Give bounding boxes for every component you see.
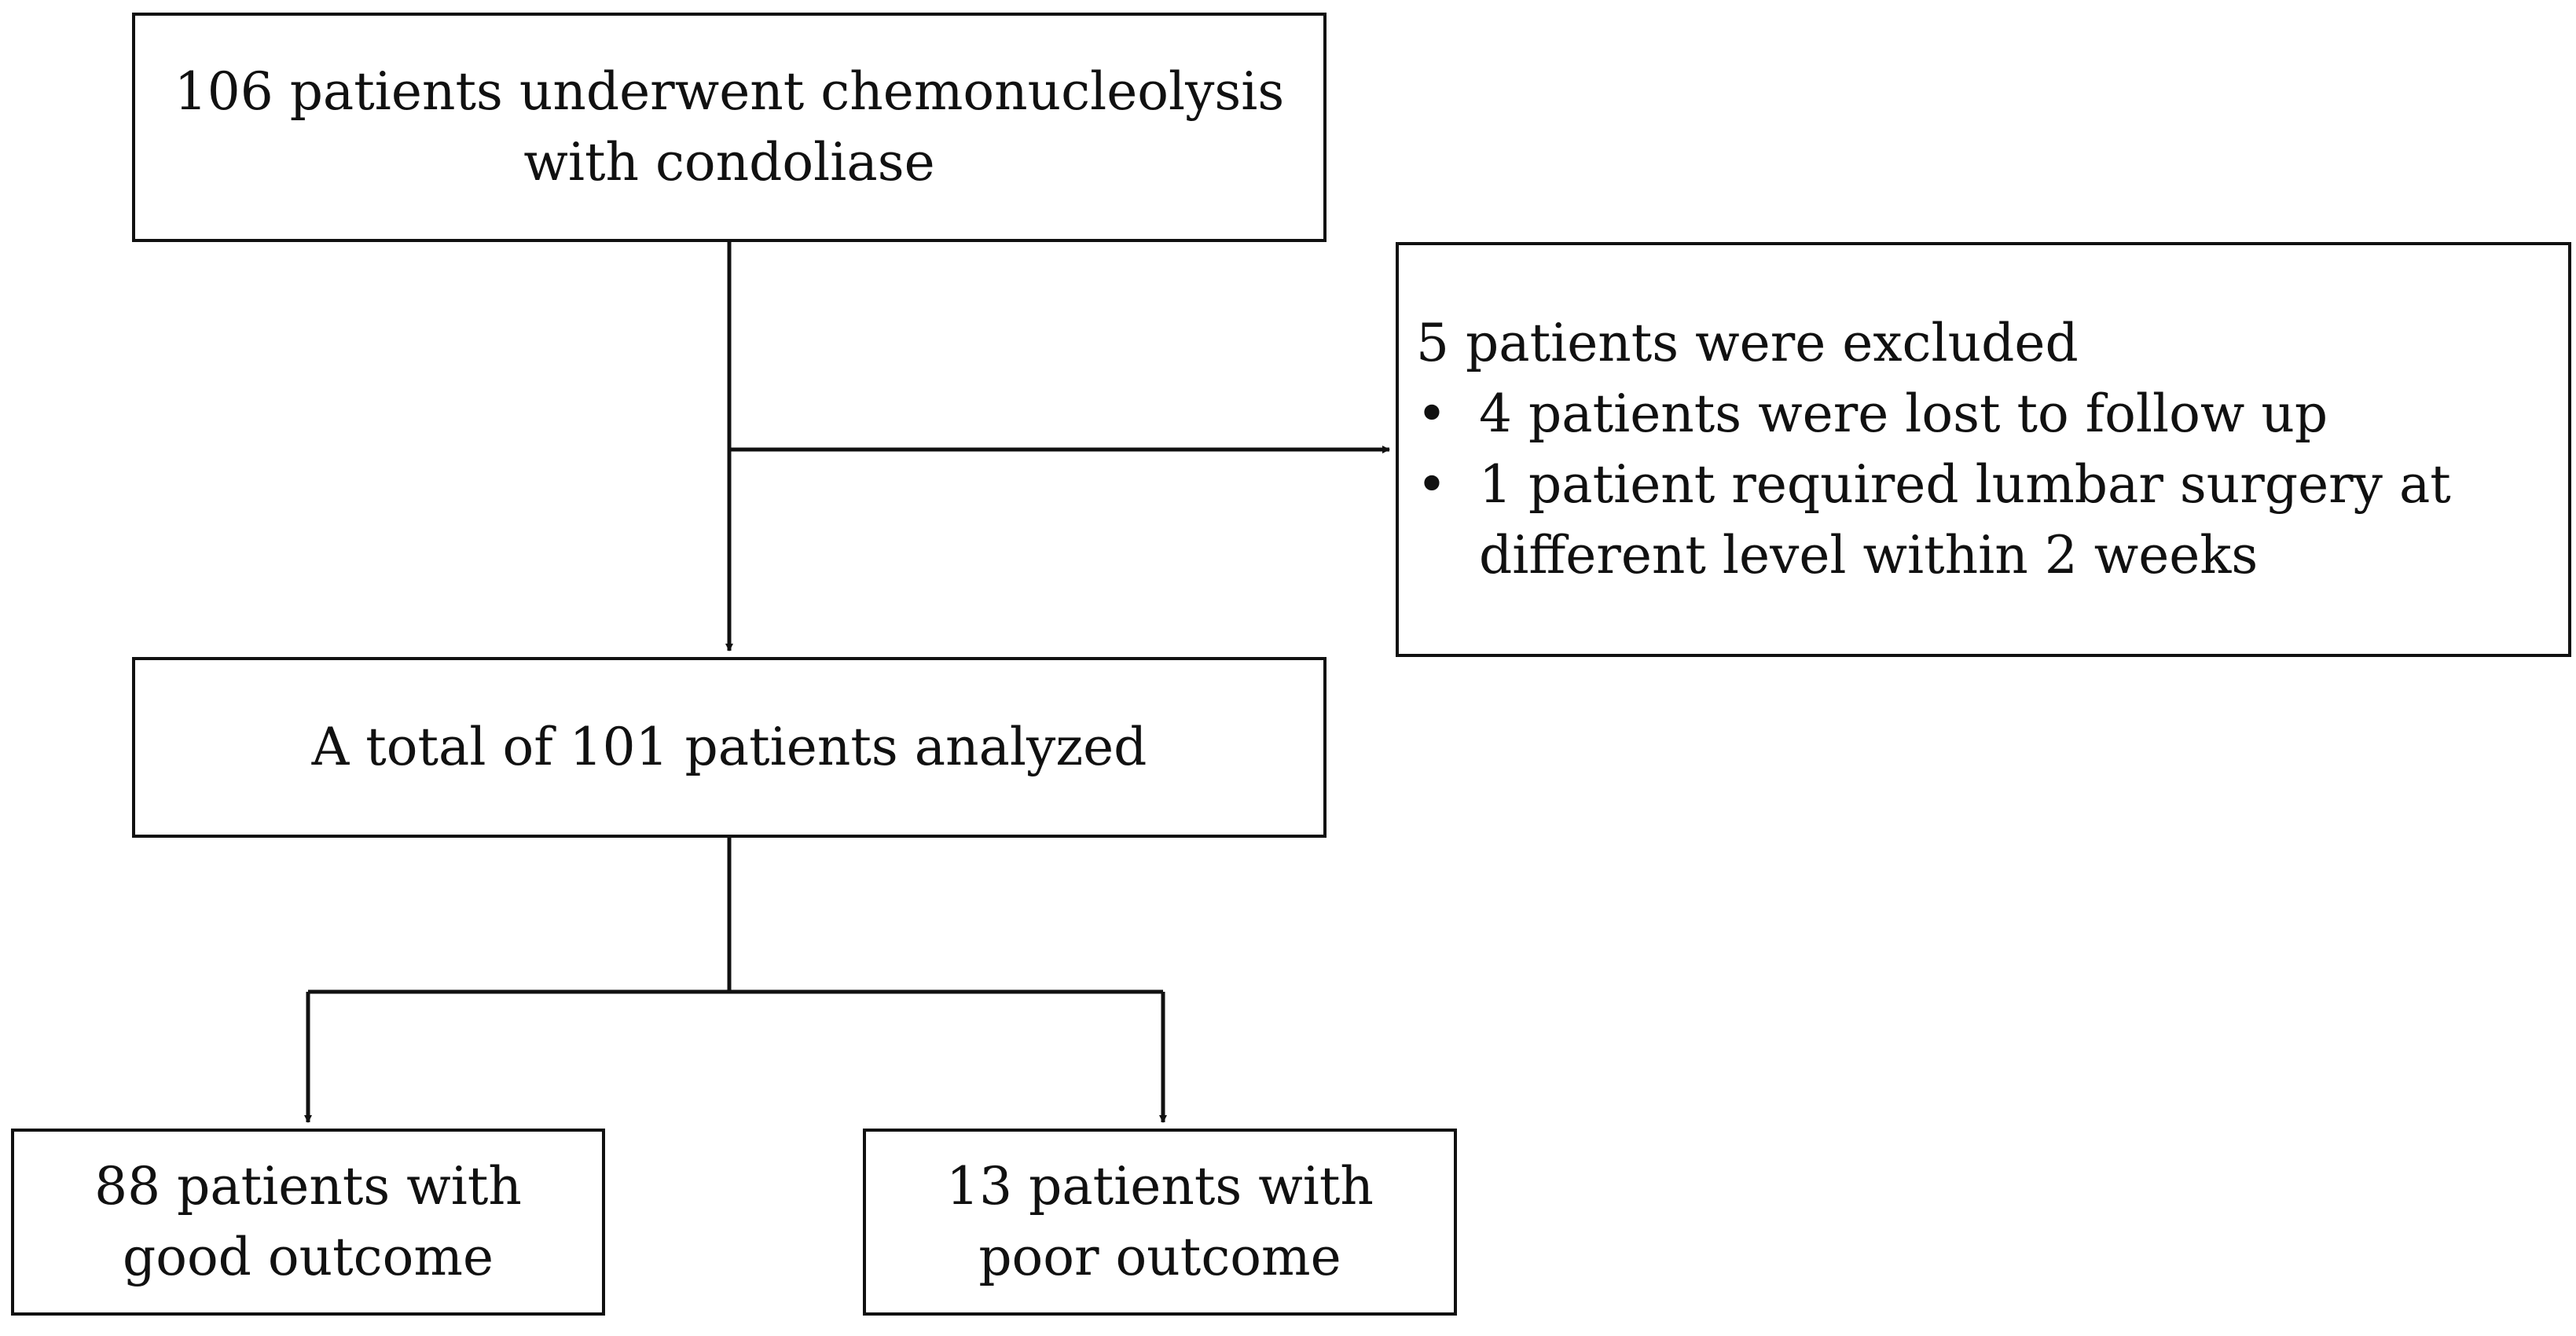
bullet-icon: •	[1416, 454, 1448, 515]
enrollment-line-1: 106 patients underwent chemonucleolysis	[174, 61, 1285, 122]
enrollment-box: 106 patients underwent chemonucleolysis …	[132, 13, 1327, 242]
exclusion-content: 5 patients were excluded • 4 patients we…	[1416, 308, 2451, 591]
enrollment-text: 106 patients underwent chemonucleolysis …	[174, 57, 1285, 198]
poor-outcome-text: 13 patients with poor outcome	[946, 1151, 1374, 1293]
analyzed-line-1: A total of 101 patients analyzed	[311, 717, 1147, 777]
analyzed-box: A total of 101 patients analyzed	[132, 657, 1327, 838]
exclusion-title: 5 patients were excluded	[1416, 313, 2079, 373]
bullet-icon: •	[1416, 384, 1448, 444]
good-outcome-line-1: 88 patients with	[94, 1156, 522, 1217]
poor-outcome-line-2: poor outcome	[978, 1227, 1341, 1287]
exclusion-box: 5 patients were excluded • 4 patients we…	[1396, 242, 2571, 657]
exclusion-item-2-line-1: 1 patient required lumbar surgery at	[1479, 454, 2451, 515]
exclusion-item-2-line-2: different level within 2 weeks	[1479, 525, 2259, 585]
poor-outcome-line-1: 13 patients with	[946, 1156, 1374, 1217]
good-outcome-line-2: good outcome	[122, 1227, 494, 1287]
exclusion-item-lost-follow-up: • 4 patients were lost to follow up	[1416, 379, 2451, 450]
exclusion-item-1-line-1: 4 patients were lost to follow up	[1479, 384, 2328, 444]
poor-outcome-box: 13 patients with poor outcome	[863, 1129, 1457, 1316]
exclusion-list: • 4 patients were lost to follow up • 1 …	[1416, 379, 2451, 591]
enrollment-line-2: with condoliase	[523, 132, 935, 193]
good-outcome-text: 88 patients with good outcome	[94, 1151, 522, 1293]
good-outcome-box: 88 patients with good outcome	[11, 1129, 605, 1316]
exclusion-item-lumbar-surgery: • 1 patient required lumbar surgery at d…	[1416, 450, 2451, 591]
